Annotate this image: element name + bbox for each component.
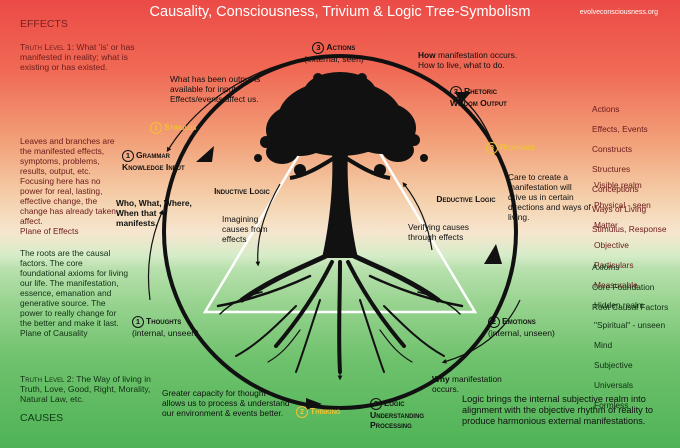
tree-roots xyxy=(216,253,464,374)
why-text: Why manifestation occurs. xyxy=(432,374,502,394)
list-item: Physical - seen xyxy=(594,200,651,210)
tree-canopy xyxy=(254,72,428,176)
website-label: evolveconsciousness.org xyxy=(579,9,658,16)
list-item: Hidden realm xyxy=(594,300,644,310)
causes-label: CAUSES xyxy=(20,412,64,424)
diagram-title: Causality, Consciousness, Trivium & Logi… xyxy=(149,4,531,20)
arrow-inductive xyxy=(255,183,281,267)
truth-level-2-text: The Way of living in Truth, Love, Good, … xyxy=(20,374,151,404)
care-text: Care to create a manifestation will driv… xyxy=(508,172,591,222)
list-item: Conceptions xyxy=(592,184,639,194)
list-item: Universals xyxy=(594,380,634,390)
right-list-middle: Visible realm Physical - seen Matter Obj… xyxy=(594,170,674,300)
arrow-emotions xyxy=(441,299,521,364)
list-item: Visible realm xyxy=(594,180,642,190)
arrow-thoughts xyxy=(147,209,164,301)
list-item: Effects, Events xyxy=(592,124,648,134)
list-item: "Spiritual" - unseen xyxy=(594,320,666,330)
effects-label: EFFECTS xyxy=(20,18,68,30)
right-list-upper: Actions Effects, Events Constructs Struc… xyxy=(592,94,676,244)
inductive-logic-text: Imagining causes from effects xyxy=(222,214,268,244)
deductive-logic-text: Verifying causes through effects xyxy=(408,222,469,242)
logic-alignment-text: Logic brings the internal subjective rea… xyxy=(462,394,653,426)
how-text: How manifestation occurs. How to live, w… xyxy=(418,50,518,70)
list-item: Stimulus, Response xyxy=(592,224,667,234)
list-item: Matter xyxy=(594,220,618,230)
truth-level-1: Truth Level 1: What 'is' or has manifest… xyxy=(20,42,152,72)
list-item: Measurable xyxy=(594,280,638,290)
arrow-output-input xyxy=(166,55,325,153)
arrow-deductive xyxy=(402,182,433,251)
deductive-logic: Deductive Logic xyxy=(436,194,496,204)
plane-of-effects-text: Leaves and branches are the manifested e… xyxy=(20,136,116,236)
arrow-head-left xyxy=(196,146,214,162)
list-item: Structures xyxy=(592,164,631,174)
list-item: Axioms xyxy=(592,262,620,272)
capacity-text: Greater capacity for thought allows us t… xyxy=(162,388,290,418)
plane-of-causality-text: The roots are the causal factors. The co… xyxy=(20,248,129,338)
inductive-logic: Inductive Logic xyxy=(206,186,278,196)
truth-level-2: Truth Level 2: The Way of living in Trut… xyxy=(20,374,156,404)
cycle-circle xyxy=(162,54,518,410)
list-item: Core Foundation xyxy=(592,282,655,292)
truth-level-1-heading: Truth Level 1: xyxy=(20,42,74,52)
output-available-text: What has been output is available for in… xyxy=(170,74,261,104)
list-item: Constructs xyxy=(592,144,633,154)
truth-level-2-heading: Truth Level 2: xyxy=(20,374,74,384)
truth-level-1-text: What 'is' or has manifested in reality; … xyxy=(20,42,135,72)
who-what-where-text: Who, What, Where, When that manifests. xyxy=(116,198,192,228)
list-item: Ways of Living xyxy=(592,204,647,214)
arrow-head-emotions xyxy=(484,244,502,264)
right-list-lower: Axioms Core Foundation Root Causal Facto… xyxy=(592,252,678,322)
inductive-logic-title: Inductive Logic xyxy=(214,186,270,196)
list-item: Subjective xyxy=(594,360,633,370)
list-item: Mind xyxy=(594,340,613,350)
list-item: Root Causal Factors xyxy=(592,302,669,312)
list-item: Actions xyxy=(592,104,620,114)
tree-trunk xyxy=(322,150,358,258)
list-item: Particulars xyxy=(594,260,634,270)
list-item: Objective xyxy=(594,240,629,250)
right-list-bottom: Hidden realm "Spiritual" - unseen Mind S… xyxy=(594,290,678,420)
deductive-logic-title: Deductive Logic xyxy=(436,194,496,204)
arrow-head-bottom xyxy=(306,398,322,410)
list-item: Formless xyxy=(594,400,629,410)
